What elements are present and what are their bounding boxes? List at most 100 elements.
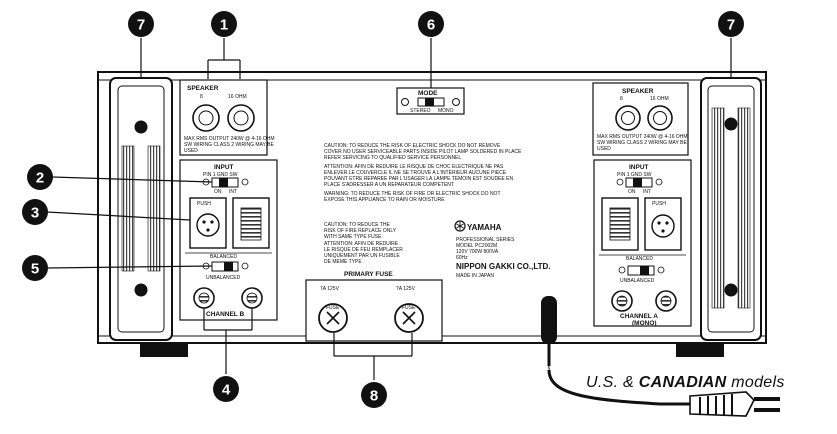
svg-text:PLACE S'ADRESSER A UN REPARATE: PLACE S'ADRESSER A UN REPARATEUR COMPETE… (324, 182, 454, 188)
mode-switch-plate: MODE STEREO MONO (396, 87, 465, 115)
svg-text:7A 125V: 7A 125V (396, 286, 416, 292)
handle-screw (724, 117, 738, 131)
models-caption: U.S. & CANADIAN models (586, 374, 785, 391)
svg-text:8: 8 (620, 96, 623, 102)
callout-7-left: 7 (128, 11, 154, 37)
callout-6: 6 (418, 11, 444, 37)
svg-text:EXPOSE THIS APPLIANCE TO RAIN: EXPOSE THIS APPLIANCE TO RAIN OR MOISTUR… (324, 197, 445, 203)
svg-text:INT: INT (229, 189, 237, 195)
screw-icon (401, 98, 409, 106)
mode-switch-knob (425, 98, 434, 106)
screw-icon (452, 98, 460, 106)
svg-text:UNBALANCED: UNBALANCED (620, 278, 655, 284)
svg-text:6: 6 (427, 17, 435, 34)
screw-icon (616, 178, 624, 186)
svg-text:PIN 1 GND SW: PIN 1 GND SW (203, 172, 238, 178)
power-plug-icon (689, 391, 755, 417)
callout-5: 5 (22, 255, 48, 281)
power-cord (541, 296, 780, 417)
handle-left (109, 77, 173, 341)
foot-left (140, 343, 188, 357)
svg-text:16 OHM: 16 OHM (650, 96, 669, 102)
svg-text:USED: USED (184, 148, 198, 154)
svg-text:5: 5 (31, 261, 39, 278)
svg-text:MODE: MODE (418, 90, 438, 97)
svg-text:MAX RMS OUTPUT 240W @ 4-16 OHM: MAX RMS OUTPUT 240W @ 4-16 OHM (597, 134, 688, 140)
svg-text:8: 8 (370, 388, 378, 405)
svg-text:LE RISQUE DE FEU REMPLACER: LE RISQUE DE FEU REMPLACER (324, 247, 403, 253)
svg-text:PROFESSIONAL SERIES: PROFESSIONAL SERIES (456, 237, 515, 243)
svg-text:(MONO): (MONO) (632, 320, 657, 327)
svg-text:16 OHM: 16 OHM (228, 94, 247, 100)
svg-text:PIN 1 GND SW: PIN 1 GND SW (617, 172, 652, 178)
handle-screw (134, 120, 148, 134)
screw-icon (618, 266, 626, 274)
input-section-right: INPUT PIN 1 GND SW ON INT PUSH BALANCED … (593, 159, 692, 327)
svg-text:SW WIRING CLASS 2 WIRING MAY B: SW WIRING CLASS 2 WIRING MAY BE (184, 142, 274, 148)
svg-text:INT: INT (643, 189, 651, 195)
svg-text:8: 8 (200, 94, 203, 100)
svg-text:FUSE: FUSE (402, 305, 416, 311)
brand-label: YAMAHA PROFESSIONAL SERIES MODEL PC2002M… (454, 220, 551, 279)
svg-text:PUSH: PUSH (197, 201, 211, 207)
input-section-left: INPUT PIN 1 GND SW ON INT PUSH BALANCED … (179, 159, 278, 321)
handle-right (700, 77, 762, 341)
svg-text:INPUT: INPUT (214, 164, 234, 171)
svg-text:ON: ON (628, 189, 636, 195)
svg-text:60Hz: 60Hz (456, 255, 468, 261)
svg-text:MONO: MONO (438, 108, 454, 114)
svg-text:WITH SAME TYPE FUSE: WITH SAME TYPE FUSE (324, 234, 382, 240)
svg-text:7: 7 (727, 17, 735, 34)
caution-fuse-text: CAUTION: TO REDUCE THE RISK OF FIRE REPL… (324, 222, 403, 265)
svg-text:REFER SERVICING TO QUALIFIED S: REFER SERVICING TO QUALIFIED SERVICE PER… (324, 155, 461, 161)
primary-fuse-plate: PRIMARY FUSE 7A 125V 7A 125V FUSE FUSE (305, 271, 443, 342)
callout-8: 8 (361, 382, 387, 408)
channel-label: CHANNEL B (206, 311, 244, 318)
callout-2: 2 (27, 164, 53, 190)
svg-text:NIPPON GAKKI CO.,LTD.: NIPPON GAKKI CO.,LTD. (456, 262, 551, 271)
svg-text:MODEL PC2002M: MODEL PC2002M (456, 243, 497, 249)
svg-text:ATTENTION: AFIN DE REDUIRE LE: ATTENTION: AFIN DE REDUIRE LE RISQUE DE … (324, 164, 504, 170)
speaker-terminals-left: SPEAKER 8 16 OHM MAX RMS OUTPUT 240W @ 4… (179, 79, 275, 156)
svg-text:FUSE: FUSE (326, 305, 340, 311)
leader-lines (46, 38, 732, 380)
callout-7-right: 7 (718, 11, 744, 37)
svg-text:3: 3 (31, 205, 39, 222)
svg-text:STEREO: STEREO (410, 108, 431, 114)
svg-text:WARNING: TO REDUCE THE RISK OF: WARNING: TO REDUCE THE RISK OF FIRE OR E… (324, 191, 501, 197)
fuse-cap-icon (402, 311, 416, 325)
svg-text:COVER NO USER SERVICEABLE PART: COVER NO USER SERVICEABLE PARTS INSIDE P… (324, 149, 522, 155)
callout-3: 3 (22, 199, 48, 225)
svg-text:PUSH: PUSH (652, 201, 666, 207)
speaker-terminals-right: SPEAKER 8 16 OHM MAX RMS OUTPUT 240W @ 4… (592, 82, 689, 156)
svg-text:4: 4 (222, 382, 231, 399)
screw-icon (657, 266, 665, 274)
callout-1: 1 (211, 11, 237, 37)
svg-text:UNIQUEMENT PAR UN FUSIBLE: UNIQUEMENT PAR UN FUSIBLE (324, 253, 400, 259)
speaker-title: SPEAKER (622, 88, 654, 95)
svg-text:USED: USED (597, 146, 611, 152)
handle-screw (724, 283, 738, 297)
svg-text:ENLEVER LE COUVERCLE IL NE SE: ENLEVER LE COUVERCLE IL NE SE TROUVE A L… (324, 170, 507, 176)
foot-right (676, 343, 724, 357)
svg-text:120V 700W 800VA: 120V 700W 800VA (456, 249, 499, 255)
channel-label: CHANNEL A (620, 313, 658, 320)
svg-text:CAUTION: TO REDUCE THE: CAUTION: TO REDUCE THE (324, 222, 391, 228)
svg-text:MAX RMS OUTPUT 240W @ 4-16 OHM: MAX RMS OUTPUT 240W @ 4-16 OHM (184, 136, 275, 142)
fuse-title: PRIMARY FUSE (344, 271, 393, 278)
svg-text:BALANCED: BALANCED (626, 256, 653, 262)
svg-text:UNBALANCED: UNBALANCED (206, 275, 241, 281)
callout-4: 4 (213, 376, 239, 402)
brand-name: YAMAHA (467, 223, 502, 232)
svg-text:POUVANT ETRE REPAREE PAR L'USA: POUVANT ETRE REPAREE PAR L'USAGER LA LAM… (324, 176, 513, 182)
screw-icon (241, 262, 249, 270)
svg-text:BALANCED: BALANCED (210, 254, 237, 260)
svg-text:RISK OF FIRE REPLACE ONLY: RISK OF FIRE REPLACE ONLY (324, 228, 397, 234)
svg-text:INPUT: INPUT (629, 164, 649, 171)
fuse-cap-icon (326, 311, 340, 325)
svg-text:SW WIRING CLASS 2 WIRING MAY B: SW WIRING CLASS 2 WIRING MAY BE (597, 140, 687, 146)
screw-icon (241, 178, 249, 186)
speaker-title: SPEAKER (187, 85, 219, 92)
